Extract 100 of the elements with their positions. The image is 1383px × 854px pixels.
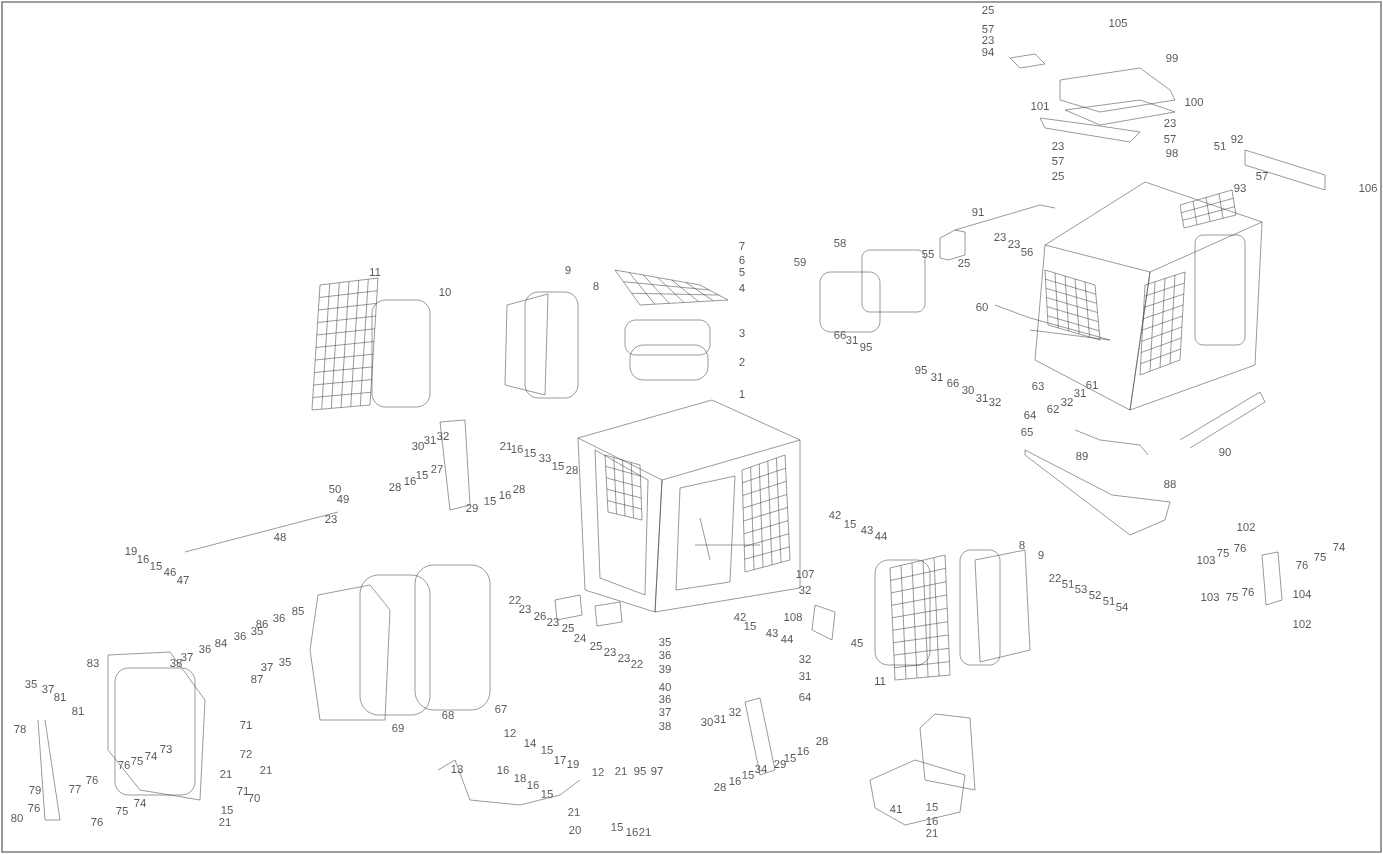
callout-number: 28 bbox=[389, 483, 401, 491]
callout-number: 102 bbox=[1293, 620, 1311, 628]
callout-number: 37 bbox=[659, 708, 671, 716]
callout-number: 25 bbox=[562, 624, 574, 632]
callout-number: 76 bbox=[1234, 544, 1246, 552]
callout-number: 42 bbox=[733, 613, 746, 621]
callout-number: 76 bbox=[1242, 588, 1254, 596]
callout-number: 39 bbox=[659, 665, 671, 673]
callout-number: 32 bbox=[437, 432, 449, 440]
callout-number: 23 bbox=[1164, 119, 1176, 127]
callout-number: 68 bbox=[442, 711, 454, 719]
callout-number: 81 bbox=[72, 707, 84, 715]
callout-number: 89 bbox=[1076, 452, 1088, 460]
callout-number: 75 bbox=[116, 807, 128, 815]
callout-number: 3 bbox=[739, 329, 745, 337]
callout-number: 49 bbox=[336, 495, 349, 503]
callout-number: 76 bbox=[1296, 561, 1308, 569]
callout-number: 25 bbox=[590, 642, 602, 650]
callout-number: 90 bbox=[1219, 448, 1231, 456]
callout-number: 77 bbox=[69, 785, 81, 793]
callout-number: 15 bbox=[926, 803, 938, 811]
callout-number: 5 bbox=[739, 268, 745, 276]
callout-number: 12 bbox=[592, 768, 604, 776]
callout-number: 22 bbox=[509, 596, 521, 604]
callout-number: 27 bbox=[431, 465, 443, 473]
callout-number: 17 bbox=[554, 756, 566, 764]
callout-number: 31 bbox=[1074, 389, 1086, 397]
callout-number: 4 bbox=[739, 284, 745, 292]
callout-number: 57 bbox=[1052, 157, 1064, 165]
callout-number: 21 bbox=[260, 766, 272, 774]
callout-number: 36 bbox=[273, 614, 285, 622]
callout-number: 35 bbox=[279, 658, 291, 666]
callout-number: 31 bbox=[799, 672, 811, 680]
callout-number: 16 bbox=[527, 781, 539, 789]
callout-number: 93 bbox=[1234, 184, 1246, 192]
callout-number: 21 bbox=[219, 818, 231, 826]
callout-number: 101 bbox=[1031, 102, 1049, 110]
callout-number: 16 bbox=[797, 747, 809, 755]
callout-number: 16 bbox=[404, 477, 416, 485]
callout-number: 88 bbox=[1164, 480, 1176, 488]
callout-number: 103 bbox=[1201, 593, 1219, 601]
callout-number: 19 bbox=[567, 760, 579, 768]
callout-number: 42 bbox=[828, 511, 841, 519]
callout-number: 44 bbox=[874, 532, 887, 540]
callout-number: 100 bbox=[1185, 98, 1203, 106]
callout-number: 62 bbox=[1047, 405, 1059, 413]
callout-number: 94 bbox=[982, 48, 994, 56]
callout-number: 64 bbox=[799, 693, 811, 701]
callout-number: 35 bbox=[659, 638, 671, 646]
callout-number: 35 bbox=[25, 680, 37, 688]
callout-number: 23 bbox=[547, 618, 559, 626]
callout-number: 31 bbox=[931, 373, 943, 381]
callout-number: 37 bbox=[261, 663, 273, 671]
callout-number: 9 bbox=[565, 266, 571, 274]
callout-number: 16 bbox=[729, 777, 741, 785]
callout-number: 28 bbox=[566, 466, 578, 474]
callout-number: 8 bbox=[1019, 541, 1025, 549]
callout-number: 18 bbox=[514, 774, 526, 782]
callout-number: 74 bbox=[134, 799, 146, 807]
callout-number: 11 bbox=[875, 677, 886, 685]
callout-number: 22 bbox=[631, 660, 643, 668]
callout-number: 16 bbox=[137, 555, 149, 563]
callout-number: 57 bbox=[1164, 135, 1176, 143]
callout-number: 51 bbox=[1214, 142, 1226, 150]
callout-number: 79 bbox=[29, 786, 41, 794]
callout-number: 76 bbox=[28, 804, 40, 812]
callout-number: 38 bbox=[170, 659, 182, 667]
callout-number: 61 bbox=[1086, 381, 1098, 389]
callout-number: 15 bbox=[541, 790, 553, 798]
callout-number: 66 bbox=[834, 331, 846, 339]
callout-number: 25 bbox=[1052, 172, 1064, 180]
callout-number: 23 bbox=[519, 605, 531, 613]
callout-number: 31 bbox=[976, 394, 988, 402]
callout-number: 47 bbox=[176, 576, 189, 584]
callout-number: 10 bbox=[439, 288, 451, 296]
callout-number: 72 bbox=[240, 750, 252, 758]
callout-number: 51 bbox=[1062, 580, 1074, 588]
callout-number: 21 bbox=[220, 770, 232, 778]
callout-number: 15 bbox=[150, 562, 162, 570]
callout-number: 23 bbox=[618, 654, 630, 662]
callout-number: 36 bbox=[659, 651, 671, 659]
callout-number: 75 bbox=[1217, 549, 1229, 557]
callout-number: 76 bbox=[91, 818, 103, 826]
callout-number: 104 bbox=[1293, 590, 1312, 598]
callout-number: 31 bbox=[714, 715, 726, 723]
callout-number: 75 bbox=[1226, 593, 1238, 601]
callout-number: 23 bbox=[1008, 240, 1020, 248]
callout-number: 52 bbox=[1089, 591, 1101, 599]
callout-number: 29 bbox=[774, 760, 786, 768]
callout-number: 66 bbox=[947, 379, 959, 387]
callout-number: 95 bbox=[915, 366, 927, 374]
callout-number: 76 bbox=[118, 761, 130, 769]
callout-number: 85 bbox=[292, 607, 304, 615]
callout-number: 78 bbox=[14, 725, 26, 733]
callout-number: 99 bbox=[1166, 54, 1178, 62]
callout-number: 76 bbox=[86, 776, 98, 784]
callout-number: 32 bbox=[1061, 398, 1073, 406]
callout-number: 108 bbox=[784, 613, 802, 621]
callout-number: 56 bbox=[1021, 248, 1033, 256]
callout-number: 21 bbox=[568, 808, 580, 816]
